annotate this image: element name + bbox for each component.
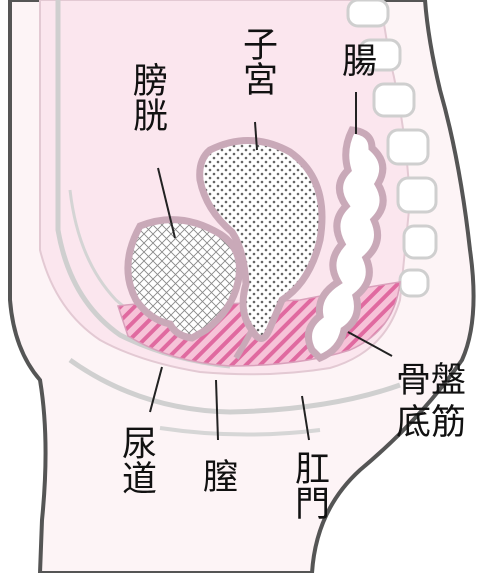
bladder <box>124 216 243 342</box>
label-pelvic-floor: 骨盤底筋 <box>396 361 467 443</box>
label-urethra: 尿道 <box>116 425 156 495</box>
pelvic-bottom-arc-2 <box>159 426 321 437</box>
label-uterus: 子宮 <box>237 26 277 96</box>
leader-bladder <box>157 167 176 239</box>
leader-vagina <box>215 379 219 441</box>
leader-urethra <box>149 366 163 413</box>
uterus <box>196 137 326 342</box>
leader-lines <box>149 92 393 441</box>
spine-vertebrae <box>346 0 438 298</box>
leader-uterus <box>254 121 258 151</box>
intestine <box>304 126 387 363</box>
label-bladder: 膀胱 <box>127 62 167 132</box>
label-intestine: 腸 <box>336 42 376 77</box>
leader-anus <box>301 395 310 441</box>
leader-pelvic-floor <box>347 331 393 357</box>
label-anus: 肛門 <box>289 450 329 520</box>
pelvic-bottom-arc <box>68 357 401 415</box>
vagina-canal <box>233 328 255 360</box>
label-vagina: 膣 <box>197 458 237 493</box>
